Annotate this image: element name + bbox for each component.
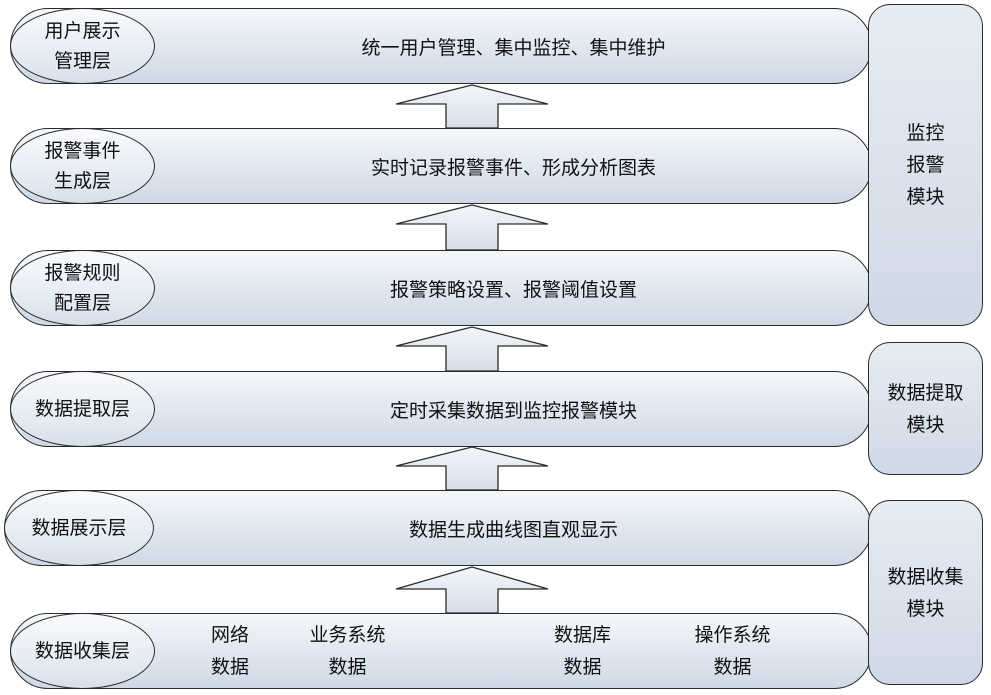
layer-user-display-description: 统一用户管理、集中监控、集中维护 [361,37,666,59]
layer-alarm-event-bar [10,128,872,204]
layer-user-display-label: 用户展示 管理层 [10,8,155,84]
layer-data-extract-description: 定时采集数据到监控报警模块 [389,400,637,422]
layer-alarm-rule-label: 报警规则 配置层 [10,250,155,326]
arrow-up-2 [395,204,549,251]
module-monitor-alarm: 监控 报警 模块 [868,4,983,326]
layer-alarm-rule-description: 报警策略设置、报警阈值设置 [389,279,637,301]
layer-data-collect-label: 数据收集层 [10,613,155,689]
data-source-network: 网络 数据 [210,624,249,678]
layer-data-extract-label: 数据提取层 [10,371,155,447]
layer-alarm-event-label: 报警事件 生成层 [10,128,155,204]
layer-alarm-rule-bar [10,250,872,326]
data-source-database: 数据库 数据 [553,624,611,678]
arrow-up-5 [395,566,549,614]
module-data-collect: 数据收集 模块 [868,500,983,685]
layer-data-display-label: 数据展示层 [4,490,154,566]
data-source-operating-system: 操作系统 数据 [694,624,771,678]
arrow-up-3 [395,326,549,372]
arrow-up-4 [395,446,549,491]
layer-alarm-event-description: 实时记录报警事件、形成分析图表 [370,157,656,179]
layer-data-display-description: 数据生成曲线图直观显示 [408,519,618,541]
data-source-business-system: 业务系统 数据 [309,624,386,678]
layer-data-extract-bar [10,371,872,447]
module-data-extract: 数据提取 模块 [868,342,983,475]
arrow-up-1 [395,84,549,129]
